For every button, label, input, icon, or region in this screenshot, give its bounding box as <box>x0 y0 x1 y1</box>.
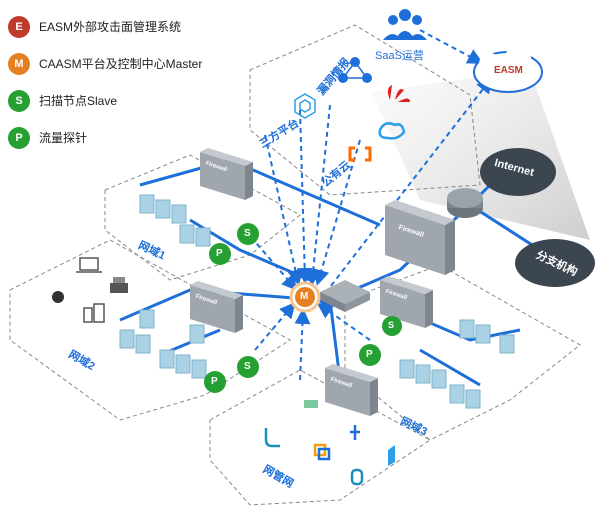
probe-badge-letter: P <box>216 248 223 259</box>
legend-label: 扫描节点Slave <box>39 94 118 108</box>
cloud-services-zone <box>249 24 481 196</box>
laptop-icon <box>76 257 102 273</box>
firewall-main <box>385 200 455 275</box>
core-router-icon <box>447 188 483 218</box>
probe-badge-letter: P <box>366 349 373 360</box>
saas-users-icon <box>383 9 427 40</box>
master-badge-letter: M <box>300 291 309 302</box>
master-badge <box>289 281 321 313</box>
mgmt-app-icons <box>264 400 395 486</box>
master-badge-icon: M <box>8 52 30 75</box>
legend-label: 流量探针 <box>39 131 88 145</box>
aliyun-icon <box>348 146 372 162</box>
mgmt-zone <box>209 369 431 506</box>
branch-globe-icon <box>515 239 595 287</box>
slave-badge-letter: S <box>244 228 251 239</box>
probe-badge-letter: P <box>211 376 218 387</box>
legend-item-probe: P 流量探针 <box>8 119 202 156</box>
domain2-zone <box>9 239 291 421</box>
huawei-cloud-icon <box>387 85 410 102</box>
server-racks <box>119 194 515 409</box>
slave-badge-letter: S <box>388 320 395 330</box>
legend-label: EASM外部攻击面管理系统 <box>39 20 182 34</box>
probe-badges <box>204 243 381 393</box>
slave-badge-letter: S <box>244 361 251 372</box>
slave-badge-icon: S <box>8 89 30 112</box>
slave-badges <box>237 223 402 378</box>
firewall-domain3 <box>380 276 433 328</box>
firewall-domain1 <box>200 148 253 200</box>
legend-item-easm: E EASM外部攻击面管理系统 <box>8 8 202 45</box>
saas-label: SaaS运营 <box>375 50 424 62</box>
data-flow-arrows <box>244 29 493 381</box>
threat-intel-cube-icon <box>294 93 316 119</box>
camera-icon <box>52 291 64 303</box>
easm-badge-icon: E <box>8 15 30 38</box>
easm-cloud-label: EASM <box>494 65 523 76</box>
tencent-cloud-icon <box>378 122 406 140</box>
legend-item-slave: S 扫描节点Slave <box>8 82 202 119</box>
easm-cloud-icon <box>473 45 543 93</box>
firewall-mgmt <box>325 364 378 416</box>
cloud-group-icon <box>338 57 372 83</box>
printer-icon <box>110 277 128 293</box>
legend-item-caasm: M CAASM平台及控制中心Master <box>8 45 202 82</box>
legend: E EASM外部攻击面管理系统 M CAASM平台及控制中心Master S 扫… <box>8 8 202 156</box>
phone-icon <box>83 303 105 323</box>
legend-label: CAASM平台及控制中心Master <box>39 57 203 71</box>
cloud-shadow-cone <box>372 70 590 240</box>
firewall-domain2 <box>190 281 243 333</box>
internet-globe-icon <box>480 148 556 196</box>
core-switch-icon <box>320 280 370 312</box>
probe-badge-icon: P <box>8 126 30 149</box>
